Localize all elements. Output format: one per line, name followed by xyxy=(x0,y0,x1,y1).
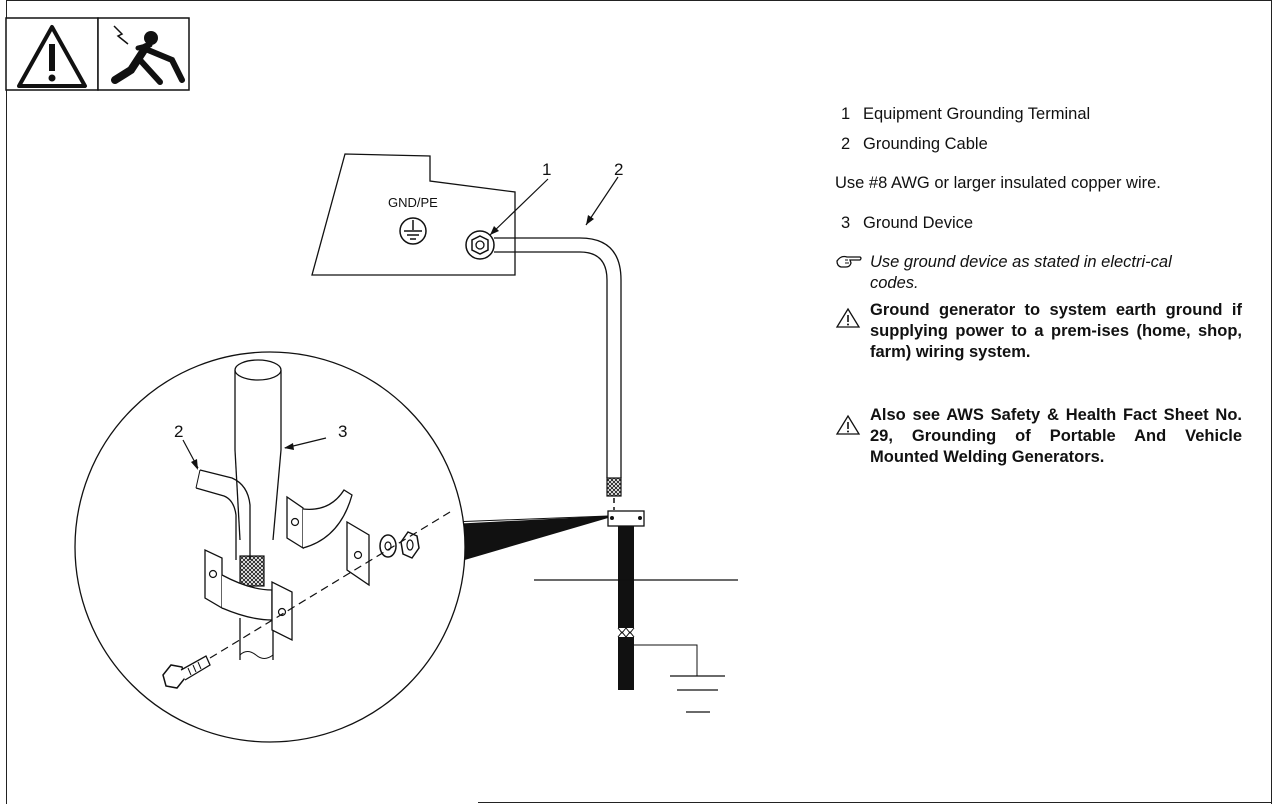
detail-callout-2: 2 xyxy=(174,422,184,441)
legend-item-2-number: 2 xyxy=(841,135,851,153)
legend-item-2-text: Grounding Cable xyxy=(863,135,988,153)
hand-note: Use ground device as stated in electri-c… xyxy=(870,253,1172,292)
grounding-cable xyxy=(494,237,622,510)
page-frame xyxy=(6,0,1272,804)
detail-view xyxy=(74,351,466,743)
detail-callout-3: 3 xyxy=(338,422,348,441)
legend-item-3-text: Ground Device xyxy=(863,214,974,232)
callout-2: 2 xyxy=(614,160,624,179)
warning-triangle-icon xyxy=(835,414,861,435)
wire-note: Use #8 AWG or larger insulated copper wi… xyxy=(835,174,1161,192)
warning-1: Ground generator to system earth ground … xyxy=(870,301,1242,361)
warning-triangle-icon xyxy=(17,25,87,88)
callout-1: 1 xyxy=(542,160,552,179)
ground-symbol-icon xyxy=(399,217,427,245)
legend-item-1-text: Equipment Grounding Terminal xyxy=(863,105,1091,123)
warning-triangle-icon xyxy=(835,307,861,328)
page-frame-bottom xyxy=(478,802,1272,803)
panel-label: GND/PE xyxy=(388,195,438,210)
safety-symbols xyxy=(5,17,190,91)
legend-item-3-number: 3 xyxy=(841,214,851,232)
generator-panel xyxy=(311,153,516,276)
grounding-terminal xyxy=(465,230,495,260)
warning-2: Also see AWS Safety & Health Fact Sheet … xyxy=(870,406,1242,466)
legend-item-1-number: 1 xyxy=(841,105,851,123)
electric-shock-icon xyxy=(111,25,185,85)
ground-rod xyxy=(534,510,738,713)
pointing-hand-icon xyxy=(836,255,862,268)
